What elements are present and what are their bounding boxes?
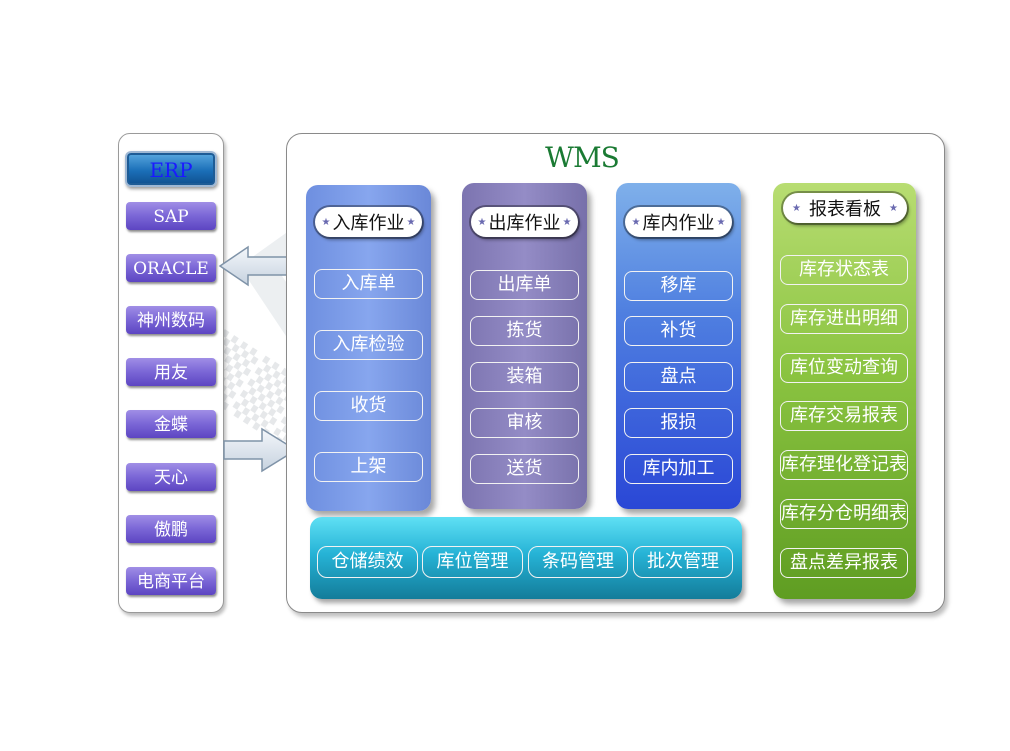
- erp-title: ERP: [125, 151, 217, 187]
- star-icon: ★: [889, 202, 898, 214]
- report-item-location-change: 库位变动查询: [780, 353, 908, 383]
- outbound-item-picking: 拣货: [470, 316, 579, 346]
- inbound-item-inspection: 入库检验: [314, 330, 423, 360]
- star-icon: ★: [562, 216, 572, 228]
- outbound-item-packing: 装箱: [470, 362, 579, 392]
- inbound-item-receiving: 收货: [314, 391, 423, 421]
- reports-column: [773, 183, 916, 599]
- star-icon: ★: [631, 216, 641, 228]
- inbound-header: ★ 入库作业 ★: [315, 207, 422, 237]
- inventory-item-replenish: 补货: [624, 316, 733, 346]
- inbound-column: [306, 185, 431, 511]
- inventory-item-stocktake: 盘点: [624, 362, 733, 392]
- star-icon: ★: [477, 216, 487, 228]
- report-item-stock-inout: 库存进出明细: [780, 304, 908, 334]
- reports-header: ★ 报表看板 ★: [783, 193, 907, 223]
- outbound-item-review: 审核: [470, 408, 579, 438]
- erp-item-digital-china: 神州数码: [126, 306, 216, 334]
- report-item-warehouse-detail: 库存分仓明细表: [780, 499, 908, 529]
- erp-item-ecommerce: 电商平台: [126, 567, 216, 595]
- reports-header-label: 报表看板: [809, 199, 881, 220]
- outbound-item-order: 出库单: [470, 270, 579, 300]
- star-icon: ★: [792, 202, 801, 214]
- erp-item-tianxin: 天心: [126, 463, 216, 491]
- report-item-transactions: 库存交易报表: [780, 401, 908, 431]
- star-icon: ★: [321, 216, 331, 228]
- outbound-header: ★ 出库作业 ★: [471, 207, 578, 237]
- report-item-registration: 库存理化登记表: [780, 450, 908, 480]
- inventory-item-damage: 报损: [624, 408, 733, 438]
- inventory-item-processing: 库内加工: [624, 454, 733, 484]
- report-item-stocktake-diff: 盘点差异报表: [780, 548, 908, 578]
- erp-item-yonyou: 用友: [126, 358, 216, 386]
- arrow-left-icon: [218, 245, 291, 287]
- inbound-header-label: 入库作业: [332, 213, 405, 234]
- inbound-item-putaway: 上架: [314, 452, 423, 482]
- erp-item-aopeng: 傲鹏: [126, 515, 216, 543]
- inventory-header-label: 库内作业: [642, 213, 715, 234]
- inbound-item-order: 入库单: [314, 269, 423, 299]
- bottom-item-batch: 批次管理: [633, 546, 733, 578]
- inventory-item-transfer: 移库: [624, 271, 733, 301]
- arrow-right-icon: [223, 427, 298, 473]
- wms-title: WMS: [545, 141, 620, 174]
- outbound-item-delivery: 送货: [470, 454, 579, 484]
- bottom-bar: [310, 517, 742, 599]
- outbound-header-label: 出库作业: [488, 213, 561, 234]
- star-icon: ★: [716, 216, 726, 228]
- bottom-item-location: 库位管理: [422, 546, 523, 578]
- erp-item-oracle: ORACLE: [126, 254, 216, 282]
- erp-item-kingdee: 金蝶: [126, 410, 216, 438]
- bottom-item-performance: 仓储绩效: [317, 546, 418, 578]
- report-item-stock-status: 库存状态表: [780, 255, 908, 285]
- star-icon: ★: [406, 216, 416, 228]
- inventory-header: ★ 库内作业 ★: [625, 207, 732, 237]
- bottom-item-barcode: 条码管理: [528, 546, 628, 578]
- erp-item-sap: SAP: [126, 202, 216, 230]
